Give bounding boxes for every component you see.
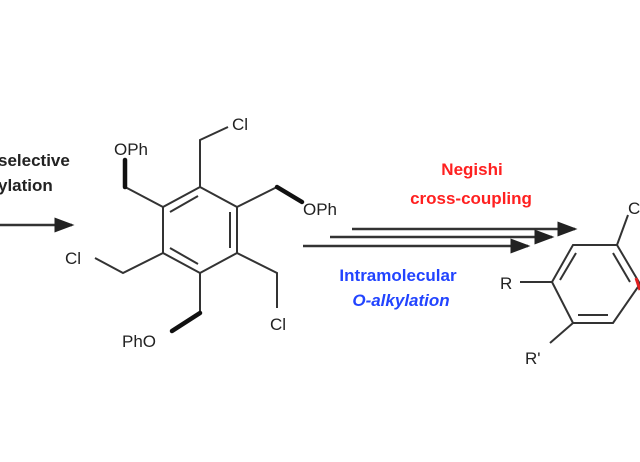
left-condition-line2: ylation	[0, 176, 53, 195]
label-pho-bottom: PhO	[122, 332, 156, 351]
label-r-prime: R'	[525, 349, 541, 368]
label-oph-top: OPh	[114, 140, 148, 159]
product-molecule: C R R'	[500, 199, 640, 368]
left-condition-line1: selective	[0, 151, 70, 170]
top-condition-line2: cross-coupling	[410, 189, 532, 208]
label-cl-left: Cl	[65, 249, 81, 268]
label-cl-top: Cl	[232, 115, 248, 134]
label-oph-right: OPh	[303, 200, 337, 219]
intermediate-molecule: Cl OPh OPh Cl PhO Cl	[65, 115, 337, 351]
label-r: R	[500, 274, 512, 293]
label-cl-bottom: Cl	[270, 315, 286, 334]
bottom-condition-line2: O-alkylation	[352, 291, 449, 310]
bottom-condition-line1: Intramolecular	[339, 266, 457, 285]
top-condition-line1: Negishi	[441, 160, 502, 179]
label-c-top: C	[628, 199, 640, 218]
